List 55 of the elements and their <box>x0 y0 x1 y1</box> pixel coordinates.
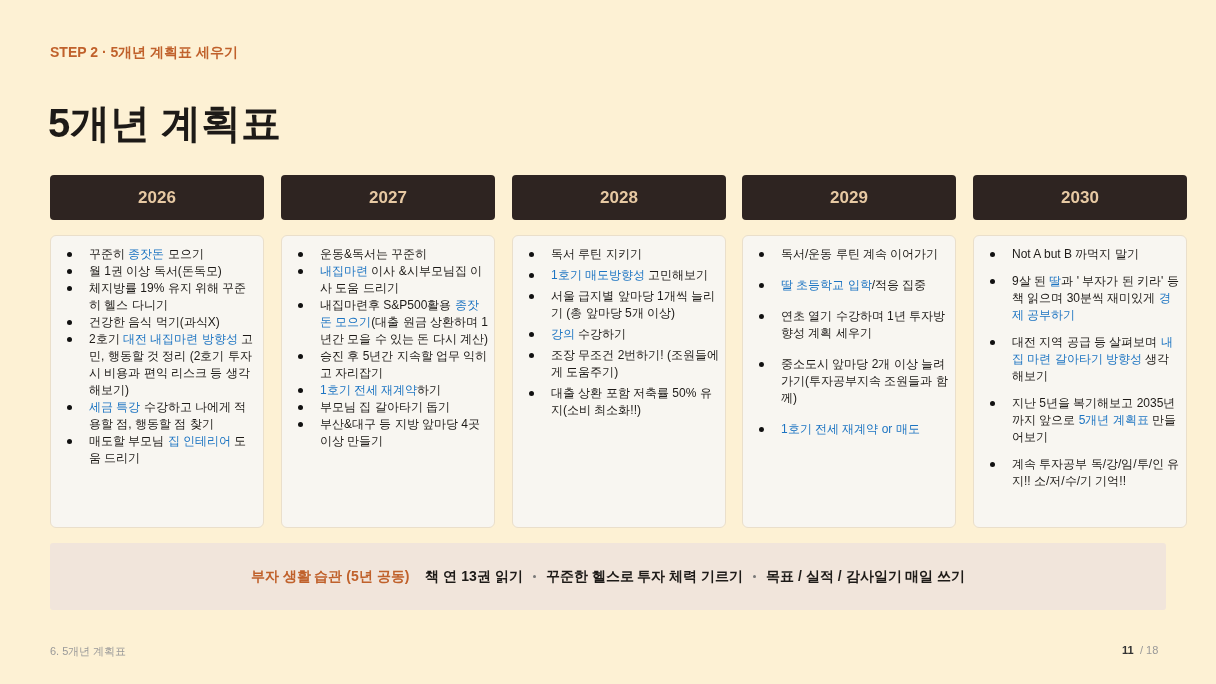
year-label: 2028 <box>600 187 638 208</box>
year-label: 2027 <box>369 187 407 208</box>
list-item: 부모님 집 갈아타기 돕기 <box>294 399 488 416</box>
list-item: 1호기 전세 재계약 or 매도 <box>755 421 949 438</box>
habit-text: 목표 / 실적 / 감사일기 매일 쓰기 <box>766 567 966 586</box>
list-item: 매도할 부모님 집 인테리어 도움 드리기 <box>63 433 257 467</box>
footer-text: 6. 5개년 계획표 <box>50 644 127 659</box>
list-item: 중소도시 앞마당 2개 이상 늘려가기(투자공부지속 조원들과 함께) <box>755 356 949 407</box>
task-card <box>50 235 264 528</box>
list-item: 세금 특강 수강하고 나에게 적용할 점, 행동할 점 찾기 <box>63 399 257 433</box>
list-item: 부산&대구 등 지방 앞마당 4곳 이상 만들기 <box>294 416 488 450</box>
step-heading: STEP 2 · 5개년 계획표 세우기 <box>50 44 238 62</box>
list-item: 1호기 매도방향성 고민해보기 <box>525 267 719 284</box>
list-item: 꾸준히 종잣돈 모으기 <box>63 246 257 263</box>
habit-text: 책 연 13권 읽기 <box>425 567 523 586</box>
list-item: 대전 지역 공급 등 살펴보며 내집 마련 갈아타기 방향성 생각해보기 <box>986 334 1180 385</box>
list-item: 1호기 전세 재계약하기 <box>294 382 488 399</box>
list-item: 운동&독서는 꾸준히 <box>294 246 488 263</box>
list-item: 9살 된 딸과 ' 부자가 된 키라' 등 책 읽으며 30분씩 재미있게 경제 공부하기 <box>986 273 1180 324</box>
task-card <box>281 235 495 528</box>
year-label: 2030 <box>1061 187 1099 208</box>
year-label: 2026 <box>138 187 176 208</box>
list-item: 강의 수강하기 <box>525 326 719 343</box>
list-item: 승진 후 5년간 지속할 업무 익히고 자리잡기 <box>294 348 488 382</box>
list-item: 내집마련 이사 &시부모님집 이사 도움 드리기 <box>294 263 488 297</box>
list-item: 독서/운동 루틴 계속 이어가기 <box>755 246 949 263</box>
year-header <box>973 175 1187 220</box>
list-item: 서울 급지별 앞마당 1개씩 늘리기 (총 앞마당 5개 이상) <box>525 288 719 322</box>
year-header <box>50 175 264 220</box>
list-item: 계속 투자공부 독/강/임/투/인 유지!! 소/저/수/기 기억!! <box>986 456 1180 490</box>
list-item: 대출 상환 포함 저축률 50% 유지(소비 최소화!!) <box>525 385 719 419</box>
page-title: 5개년 계획표 <box>48 100 282 147</box>
list-item: 딸 초등학교 입학/적응 집중 <box>755 277 949 294</box>
year-header <box>742 175 956 220</box>
list-item: 월 1권 이상 독서(돈독모) <box>63 263 257 280</box>
task-card <box>512 235 726 528</box>
summary-band <box>50 543 1166 610</box>
year-header <box>512 175 726 220</box>
list-item: 2호기 대전 내집마련 방향성 고민, 행동할 것 정리 (2호기 투자시 비용과 편익 리스크 등 생각해보기) <box>63 331 257 399</box>
habit-text: 꾸준한 헬스로 투자 체력 기르기 <box>545 567 744 586</box>
list-item: 건강한 음식 먹기(과식X) <box>63 314 257 331</box>
task-card <box>973 235 1187 528</box>
list-item: 연초 열기 수강하며 1년 투자방향성 계획 세우기 <box>755 308 949 342</box>
page-number: 11 <box>1122 644 1134 656</box>
page-total: / 18 <box>1140 644 1159 656</box>
list-item: 체지방률 19% 유지 위해 꾸준히 헬스 다니기 <box>63 280 257 314</box>
list-item: 지난 5년을 복기해보고 2035년까지 앞으로 5개년 계획표 만들어보기 <box>986 395 1180 446</box>
year-label: 2029 <box>830 187 868 208</box>
task-card <box>742 235 956 528</box>
list-item: 조장 무조건 2번하기! (조원들에게 도움주기) <box>525 347 719 381</box>
list-item: Not A but B 까먹지 말기 <box>986 246 1180 263</box>
list-item: 독서 루틴 지키기 <box>525 246 719 263</box>
band-heading: 부자 생활 습관 (5년 공동) <box>250 567 410 586</box>
list-item: 내집마련후 S&P500활용 종잣돈 모으기(대출 원금 상환하며 1년간 모을 수 있는 돈 다시 계산) <box>294 297 488 348</box>
year-header <box>281 175 495 220</box>
